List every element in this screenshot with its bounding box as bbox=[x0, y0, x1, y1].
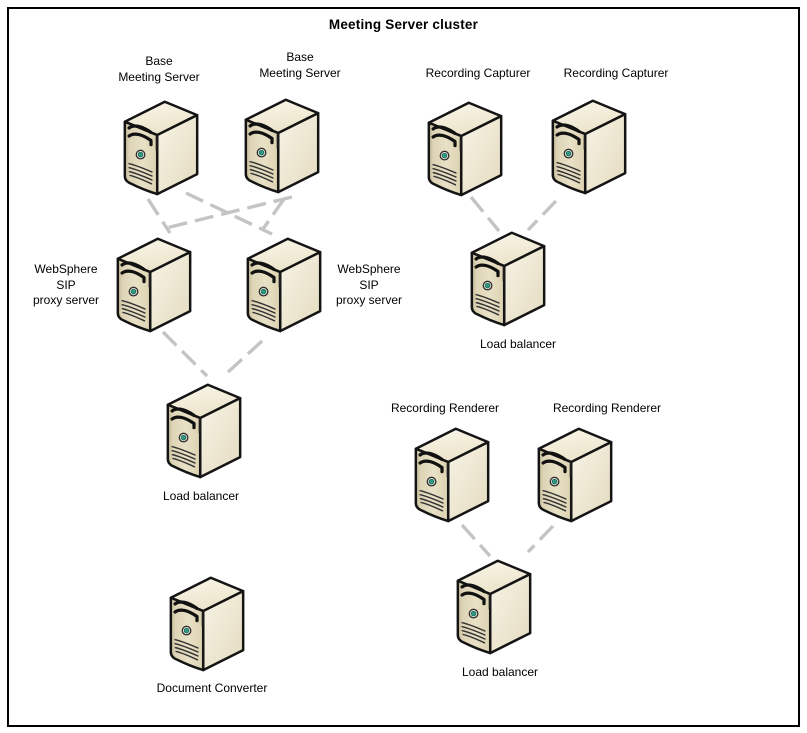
connector-line-base-meeting-server-1--websphere-sip-proxy-1 bbox=[146, 198, 172, 234]
server-icon-load-balancer-sip bbox=[164, 380, 244, 479]
server-icon-websphere-sip-proxy-2 bbox=[244, 234, 324, 333]
node-label-load-balancer-capturer: Load balancer bbox=[480, 337, 556, 353]
connector-line-recording-capturer-2--load-balancer-capturer bbox=[526, 199, 558, 232]
node-label-document-converter: Document Converter bbox=[157, 681, 268, 697]
server-icon-recording-capturer-2 bbox=[549, 96, 629, 195]
node-label-line: Recording Renderer bbox=[552, 401, 662, 415]
diagram-title: Meeting Server cluster bbox=[328, 17, 479, 32]
node-label-line: Document Converter bbox=[156, 681, 268, 695]
node-label-load-balancer-sip: Load balancer bbox=[163, 489, 239, 505]
connector-line-websphere-sip-proxy-2--load-balancer-sip bbox=[225, 339, 264, 375]
connector-line-base-meeting-server-2--websphere-sip-proxy-2 bbox=[261, 198, 286, 230]
node-label-recording-renderer-1: Recording Renderer bbox=[391, 401, 499, 417]
node-label-line: SIP bbox=[56, 277, 76, 292]
connector-line-base-meeting-server-1--websphere-sip-proxy-2 bbox=[185, 191, 273, 236]
node-label-line: WebSphere bbox=[337, 262, 401, 276]
node-label-line: proxy server bbox=[32, 293, 100, 307]
connector-line-base-meeting-server-2--websphere-sip-proxy-1 bbox=[165, 195, 293, 230]
node-label-line: Load balancer bbox=[162, 489, 240, 503]
node-label-recording-capturer-1: Recording Capturer bbox=[426, 66, 531, 82]
server-icon-recording-renderer-2 bbox=[535, 424, 615, 523]
node-label-line: Base bbox=[145, 54, 173, 68]
node-label-line: Meeting Server bbox=[259, 65, 341, 80]
server-icon-base-meeting-server-2 bbox=[242, 95, 322, 194]
server-icon-websphere-sip-proxy-1 bbox=[114, 234, 194, 333]
node-label-line: Load balancer bbox=[461, 665, 539, 679]
connector-line-recording-capturer-1--load-balancer-capturer bbox=[469, 195, 501, 233]
server-icon-base-meeting-server-1 bbox=[121, 97, 201, 196]
node-label-recording-renderer-2: Recording Renderer bbox=[553, 401, 661, 417]
server-icon-document-converter bbox=[167, 573, 247, 672]
node-label-recording-capturer-2: Recording Capturer bbox=[564, 66, 669, 82]
node-label-line: Load balancer bbox=[479, 337, 557, 351]
node-label-line: proxy server bbox=[335, 293, 403, 307]
server-icon-load-balancer-renderer bbox=[454, 556, 534, 655]
server-icon-load-balancer-capturer bbox=[468, 228, 548, 327]
connector-line-recording-renderer-1--load-balancer-renderer bbox=[460, 523, 492, 558]
server-icon-recording-capturer-1 bbox=[425, 98, 505, 197]
node-label-line: Recording Capturer bbox=[425, 66, 531, 80]
node-label-line: SIP bbox=[359, 277, 379, 292]
node-label-load-balancer-renderer: Load balancer bbox=[462, 665, 538, 681]
node-label-line: Recording Renderer bbox=[390, 401, 500, 415]
node-label-line: WebSphere bbox=[34, 262, 98, 276]
node-label-line: Recording Capturer bbox=[563, 66, 669, 80]
connector-line-recording-renderer-2--load-balancer-renderer bbox=[526, 524, 555, 554]
node-label-line: Meeting Server bbox=[118, 69, 200, 84]
node-label-line: Base bbox=[286, 50, 314, 64]
server-icon-recording-renderer-1 bbox=[412, 424, 492, 523]
connector-line-websphere-sip-proxy-1--load-balancer-sip bbox=[161, 330, 209, 378]
